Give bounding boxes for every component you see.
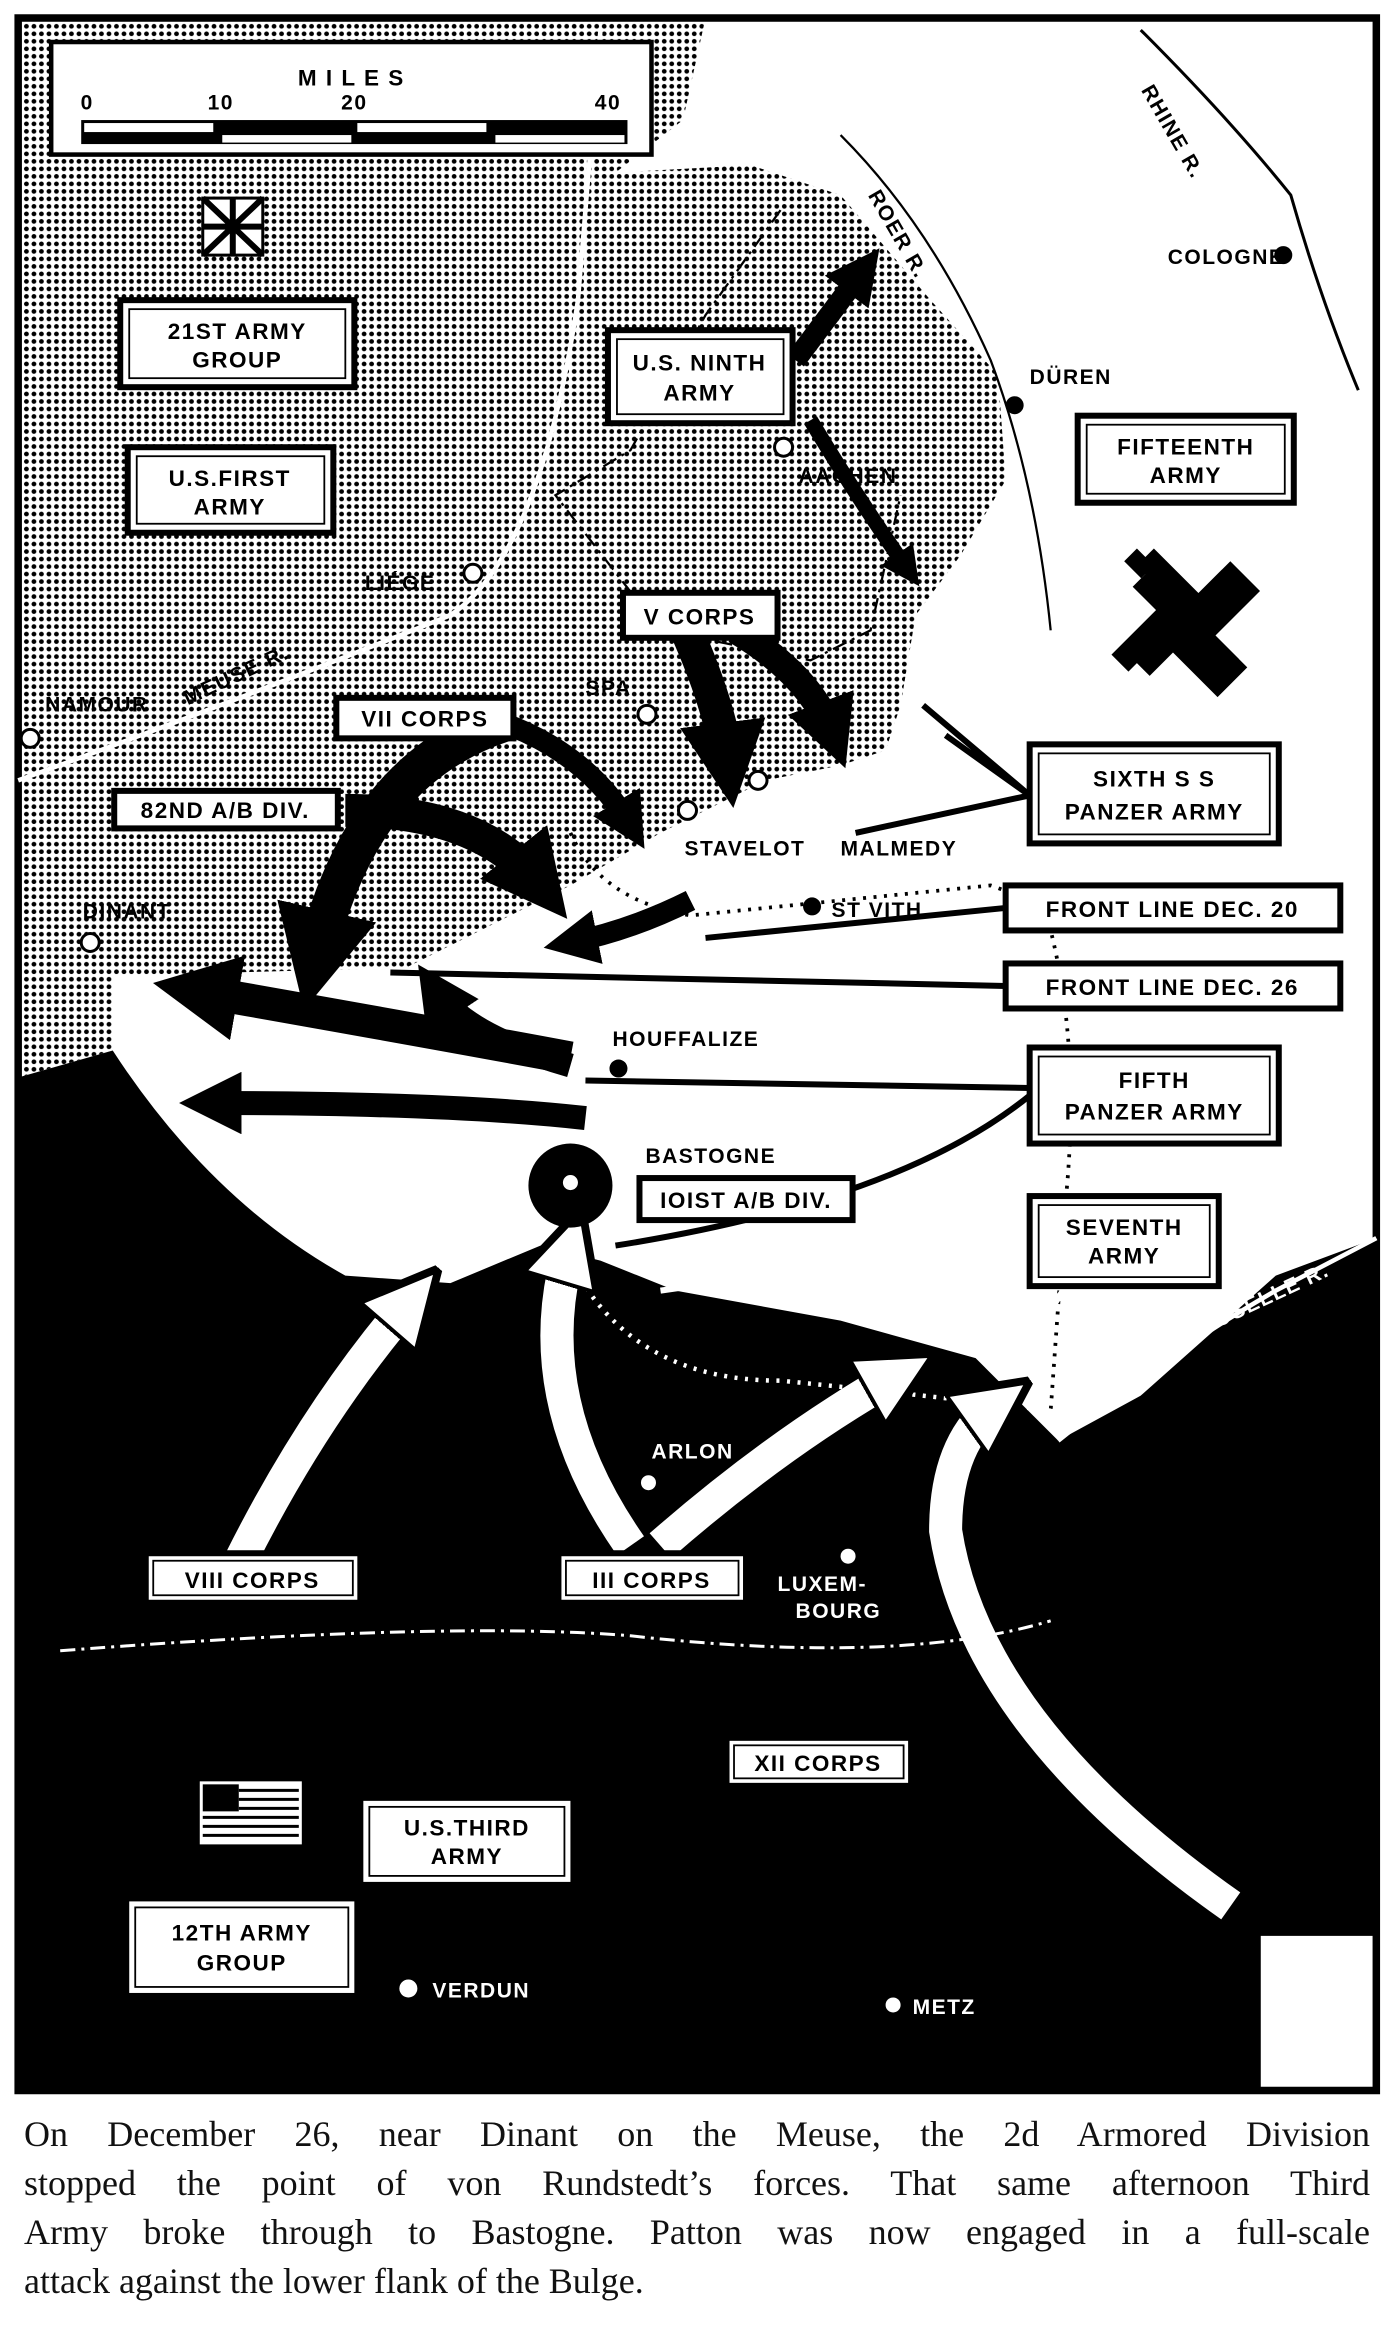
caption-line: attack against the lower flank of the Bu… xyxy=(24,2261,644,2301)
svg-text:FIFTEENTH: FIFTEENTH xyxy=(1117,435,1254,460)
svg-text:ARMY: ARMY xyxy=(1150,463,1222,488)
label-21st-army-group: 21ST ARMY GROUP xyxy=(117,297,358,391)
svg-text:ARMY: ARMY xyxy=(431,1844,503,1869)
label-front-line-dec-20: FRONT LINE DEC. 20 xyxy=(705,882,1344,941)
caption-line: stopped the point of von Rundstedt’s for… xyxy=(24,2163,1370,2203)
city-luxembourg: LUXEM- xyxy=(778,1573,868,1596)
german-emblem-icon xyxy=(1111,548,1261,698)
city-markers: COLOGNE DÜREN AACHEN LIÉGE SPA NAMOUR ST… xyxy=(19,246,1293,2019)
city-metz: METZ xyxy=(913,1996,976,2019)
scale-bar: M I L E S 0 10 20 40 xyxy=(48,39,654,157)
city-liege: LIÉGE xyxy=(365,572,436,595)
city-dinant: DINANT xyxy=(83,900,171,923)
scale-tick: 10 xyxy=(208,92,234,115)
roer-river xyxy=(839,134,1052,631)
label-seventh-army: SEVENTH ARMY xyxy=(660,1193,1222,1360)
svg-text:12TH ARMY: 12TH ARMY xyxy=(172,1920,312,1945)
label-xii-corps: XII CORPS xyxy=(723,1734,915,1789)
meuse-river xyxy=(17,29,603,783)
svg-text:U.S. NINTH: U.S. NINTH xyxy=(633,351,767,376)
city-st-vith: ST VITH xyxy=(832,899,923,922)
british-flag-icon xyxy=(200,195,265,258)
scale-title: M I L E S xyxy=(298,66,405,91)
svg-text:ARMY: ARMY xyxy=(1088,1244,1160,1269)
label-us-third-army: U.S.THIRD ARMY xyxy=(357,1794,577,1888)
map-caption: On December 26, near Dinant on the Meuse… xyxy=(24,2110,1370,2306)
svg-text:82ND A/B DIV.: 82ND A/B DIV. xyxy=(141,798,310,823)
label-front-line-dec-26: FRONT LINE DEC. 26 xyxy=(390,960,1344,1012)
svg-text:PANZER ARMY: PANZER ARMY xyxy=(1065,799,1244,824)
svg-text:21ST ARMY: 21ST ARMY xyxy=(168,319,307,344)
city-verdun: VERDUN xyxy=(432,1979,530,2002)
caption-line: On December 26, near Dinant on the Meuse… xyxy=(24,2114,1370,2154)
moselle-river xyxy=(1056,1236,1378,1443)
svg-text:SEVENTH: SEVENTH xyxy=(1066,1215,1183,1240)
label-82nd-ab-div: 82ND A/B DIV. xyxy=(111,787,341,832)
svg-text:BOURG: BOURG xyxy=(796,1600,882,1623)
label-viii-corps: VIII CORPS xyxy=(142,1550,364,1606)
scale-tick: 40 xyxy=(595,92,621,115)
scale-tick: 0 xyxy=(81,92,94,115)
city-trier: TRIER xyxy=(1162,1399,1233,1422)
battle-map: M I L E S 0 10 20 40 xyxy=(14,14,1381,2095)
city-namour: NAMOUR xyxy=(45,693,149,716)
label-vii-corps: VII CORPS xyxy=(333,694,517,742)
city-spa: SPA xyxy=(585,677,631,700)
svg-text:U.S.FIRST: U.S.FIRST xyxy=(169,466,291,491)
label-us-first-army: U.S.FIRST ARMY xyxy=(124,444,337,536)
svg-text:FIFTH: FIFTH xyxy=(1119,1068,1190,1093)
map-frame xyxy=(14,14,1381,2095)
label-iii-corps: III CORPS xyxy=(555,1550,750,1606)
city-bastogne: BASTOGNE xyxy=(645,1145,776,1168)
svg-text:III CORPS: III CORPS xyxy=(592,1568,711,1593)
city-duren: DÜREN xyxy=(1030,366,1112,389)
city-aachen: AACHEN xyxy=(799,465,898,488)
svg-text:PANZER ARMY: PANZER ARMY xyxy=(1065,1100,1244,1125)
scale-tick: 20 xyxy=(341,92,367,115)
city-stavelot: STAVELOT xyxy=(684,837,805,860)
rhine-river xyxy=(1139,28,1360,391)
label-12th-army-group: 12TH ARMY GROUP xyxy=(123,1895,361,1999)
us-flag-icon xyxy=(199,1781,302,1845)
city-houffalize: HOUFFALIZE xyxy=(612,1028,759,1051)
svg-text:FRONT LINE DEC. 20: FRONT LINE DEC. 20 xyxy=(1046,897,1299,922)
city-malmedy: MALMEDY xyxy=(841,837,958,860)
label-fifth-panzer-army: FIFTH PANZER ARMY xyxy=(585,1044,1282,1249)
label-fifteenth-army: FIFTEENTH ARMY xyxy=(1074,412,1297,506)
svg-text:IOIST A/B DIV.: IOIST A/B DIV. xyxy=(660,1188,832,1213)
svg-text:V CORPS: V CORPS xyxy=(644,604,756,629)
svg-text:VIII CORPS: VIII CORPS xyxy=(185,1568,320,1593)
svg-text:U.S.THIRD: U.S.THIRD xyxy=(404,1815,530,1840)
label-sixth-ss-panzer-army: SIXTH S S PANZER ARMY xyxy=(854,703,1282,847)
caption-line: Army broke through to Bastogne. Patton w… xyxy=(24,2212,1370,2252)
svg-text:XII CORPS: XII CORPS xyxy=(754,1751,881,1776)
allied-attack-arrows xyxy=(225,1246,1241,1920)
svg-text:GROUP: GROUP xyxy=(192,348,282,373)
city-arlon: ARLON xyxy=(651,1441,733,1464)
german-advance-arrows xyxy=(152,891,696,1135)
svg-text:GROUP: GROUP xyxy=(197,1950,287,1975)
border xyxy=(60,1619,1052,1653)
label-us-ninth-army: U.S. NINTH ARMY xyxy=(604,327,796,427)
svg-text:VII CORPS: VII CORPS xyxy=(361,706,488,731)
label-101st-ab-div: IOIST A/B DIV. xyxy=(636,1175,856,1224)
svg-text:FRONT LINE DEC. 26: FRONT LINE DEC. 26 xyxy=(1046,975,1299,1000)
svg-text:ARMY: ARMY xyxy=(194,495,266,520)
svg-text:SIXTH S S: SIXTH S S xyxy=(1093,766,1215,791)
label-v-corps: V CORPS xyxy=(619,589,781,641)
city-cologne: COLOGNE xyxy=(1168,246,1285,269)
svg-text:ARMY: ARMY xyxy=(663,381,735,406)
